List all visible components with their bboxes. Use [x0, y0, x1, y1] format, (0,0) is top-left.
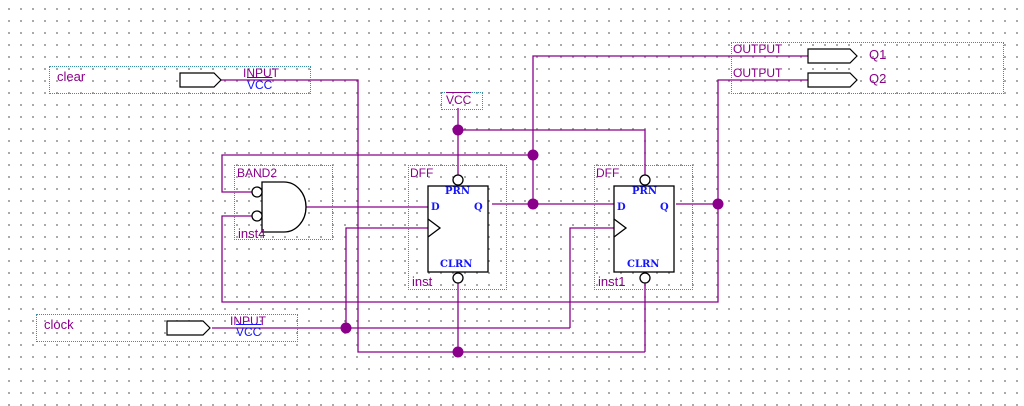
dff-inst1-q-pin: Q — [660, 202, 669, 213]
dff-inst1-instance-label: inst1 — [598, 274, 626, 289]
dff-inst-prn-pin: PRN — [445, 186, 470, 197]
junction-dot — [452, 346, 464, 358]
wires — [212, 55, 808, 353]
output-pin-q1-symbol[interactable] — [807, 48, 858, 64]
junction-dot — [452, 124, 464, 136]
clear-pin-default: VCC — [247, 78, 273, 92]
dff-inst-d-pin: D — [431, 202, 440, 213]
wire-q2-feedback — [221, 204, 719, 303]
band2-gate-symbol[interactable] — [251, 181, 307, 233]
dff-inst-type-label: DFF — [410, 166, 434, 180]
band2-type-label: BAND2 — [237, 166, 278, 180]
q2-pin-type: OUTPUT — [733, 66, 783, 80]
dff-inst-frame — [408, 165, 507, 290]
junction-dot — [340, 322, 352, 334]
band2-instance-label: inst4 — [238, 226, 266, 241]
clear-pin-type: INPUT — [243, 66, 279, 80]
wire-clk2 — [569, 227, 614, 328]
dff-inst-q-pin: Q — [474, 202, 483, 213]
input-pin-clock-symbol[interactable] — [166, 320, 211, 336]
q2-pin-name[interactable]: Q2 — [869, 71, 887, 86]
dff-inst1-prn-pin: PRN — [632, 186, 657, 197]
clear-pin-name[interactable]: clear — [57, 69, 86, 84]
q1-pin-type: OUTPUT — [733, 42, 783, 56]
wire-clk1 — [345, 227, 428, 328]
wire-clear — [220, 79, 645, 353]
wire-q2-out — [717, 79, 808, 204]
vcc-label[interactable]: VCC — [446, 93, 472, 107]
clock-pin-default: VCC — [236, 325, 262, 339]
dff-inst-instance-label: inst — [412, 274, 433, 289]
dff-inst1-frame — [594, 165, 693, 290]
junction-dot — [527, 198, 539, 210]
clear-pin-frame — [49, 66, 311, 94]
clock-pin-name[interactable]: clock — [44, 317, 74, 332]
wire-prn2 — [458, 129, 646, 177]
junctions — [340, 124, 724, 358]
junction-dot — [527, 149, 539, 161]
dff-inst-symbol[interactable] — [427, 174, 489, 284]
q1-pin-name[interactable]: Q1 — [869, 47, 887, 62]
vcc-frame — [441, 92, 483, 110]
output-pin-q2-symbol[interactable] — [807, 72, 858, 88]
dff-inst-clrn-pin: CLRN — [440, 259, 473, 270]
wire-q1-feedback — [221, 154, 533, 193]
junction-dot — [712, 198, 724, 210]
dff-inst1-type-label: DFF — [596, 166, 620, 180]
input-pin-clear-symbol[interactable] — [179, 72, 222, 88]
output-pins-frame — [731, 42, 1004, 94]
dff-inst1-clrn-pin: CLRN — [627, 259, 660, 270]
clock-pin-frame — [36, 314, 298, 342]
clock-pin-type: INPUT — [230, 314, 266, 328]
band2-frame — [234, 165, 333, 240]
dff-inst1-symbol[interactable] — [613, 174, 675, 284]
dff-inst1-d-pin: D — [617, 202, 626, 213]
